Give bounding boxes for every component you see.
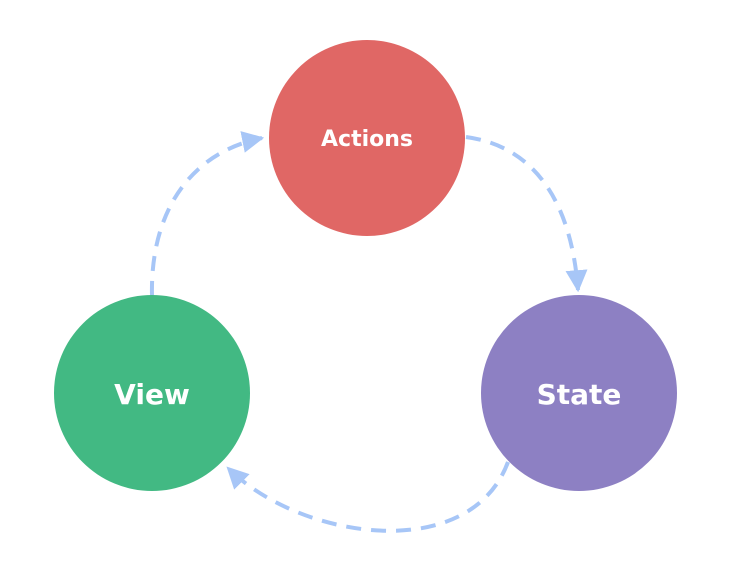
- node-actions-circle: [269, 40, 465, 236]
- node-view-circle: [54, 295, 250, 491]
- node-state: State: [481, 295, 677, 491]
- node-state-label: State: [537, 378, 622, 411]
- edge-view-to-actions: [149, 131, 265, 297]
- edge-actions-to-state: [465, 135, 588, 293]
- node-state-circle: [481, 295, 677, 491]
- node-view: View: [54, 295, 250, 491]
- node-actions: Actions: [269, 40, 465, 236]
- node-view-label: View: [114, 378, 190, 411]
- edge-state-to-view: [226, 461, 510, 533]
- node-actions-label: Actions: [321, 127, 413, 152]
